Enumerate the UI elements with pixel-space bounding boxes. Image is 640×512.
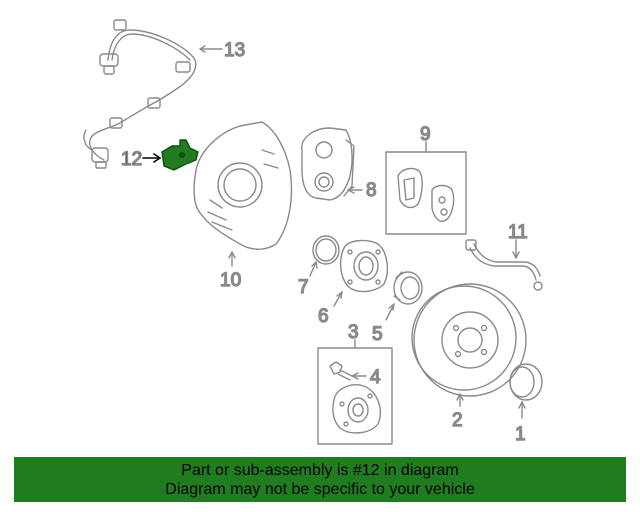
callout-5: 5 [372, 324, 383, 345]
part-10-dust-shield[interactable] [193, 121, 293, 267]
callout-1: 1 [515, 424, 526, 445]
part-9-brake-pads[interactable] [385, 141, 467, 235]
part-2-brake-rotor[interactable] [411, 283, 527, 407]
banner-line-2: Diagram may not be specific to your vehi… [165, 480, 475, 498]
part-7-o-ring[interactable] [309, 235, 340, 277]
part-3-hub-bearing-kit[interactable] [317, 339, 393, 445]
part-5-bearing[interactable] [385, 271, 423, 321]
part-8-caliper[interactable] [301, 127, 363, 201]
callout-12: 12 [121, 149, 142, 170]
callout-8: 8 [366, 180, 377, 201]
callout-6: 6 [318, 306, 329, 327]
part-13-wire-harness[interactable] [83, 19, 223, 169]
callout-11: 11 [508, 222, 528, 243]
parts-diagram: 13 12 10 8 [83, 19, 543, 446]
part-6-hub-assembly[interactable] [333, 239, 389, 307]
part-12-abs-speed-sensor[interactable] [161, 139, 199, 171]
callout-13: 13 [224, 40, 245, 61]
banner-line-1: Part or sub-assembly is #12 in diagram [181, 461, 459, 479]
part-4-hub-bolt[interactable] [329, 361, 367, 381]
callout-4: 4 [370, 367, 381, 388]
callout-3: 3 [348, 322, 359, 343]
info-banner: Part or sub-assembly is #12 in diagram D… [14, 457, 626, 502]
callout-2: 2 [452, 410, 463, 431]
callout-9: 9 [420, 124, 431, 145]
callout-7: 7 [298, 277, 309, 298]
callout-10: 10 [220, 270, 241, 291]
part-11-brake-hose[interactable] [465, 239, 543, 291]
part-1-hub-cap[interactable] [509, 363, 543, 419]
